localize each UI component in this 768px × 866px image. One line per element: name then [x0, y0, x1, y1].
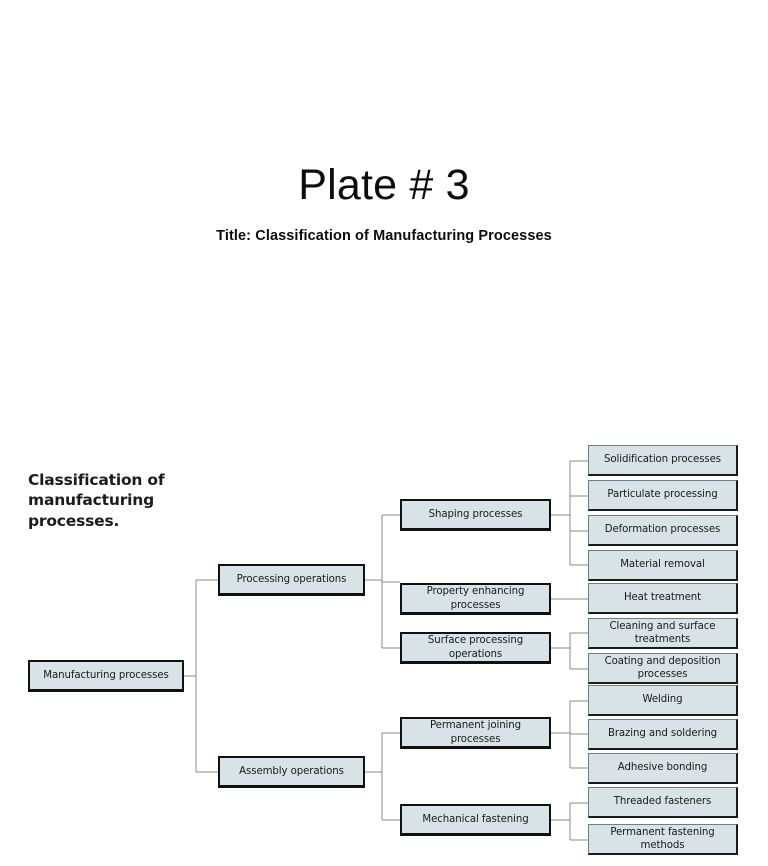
node-label: Threaded fasteners [613, 796, 712, 808]
node-permanent-joining-processes[interactable]: Permanent joining processes [400, 717, 551, 749]
node-label: Permanent joining processes [429, 720, 522, 745]
node-coating-and-deposition-processes[interactable]: Coating and deposition processes [588, 653, 738, 684]
node-mechanical-fastening[interactable]: Mechanical fastening [400, 804, 551, 836]
node-label: Solidification processes [604, 454, 721, 466]
node-threaded-fasteners[interactable]: Threaded fasteners [588, 787, 738, 818]
node-label: Adhesive bonding [617, 762, 708, 774]
node-label: Material removal [620, 559, 705, 571]
node-label: Mechanical fastening [422, 813, 529, 825]
tree-connectors [184, 460, 588, 841]
classification-tree-figure: Classification of manufacturing processe… [0, 430, 768, 866]
node-material-removal[interactable]: Material removal [588, 550, 738, 581]
node-manufacturing-processes[interactable]: Manufacturing processes [28, 660, 184, 692]
node-adhesive-bonding[interactable]: Adhesive bonding [588, 753, 738, 784]
node-assembly-operations[interactable]: Assembly operations [218, 756, 365, 788]
node-label: Coating and deposition processes [604, 655, 721, 680]
node-label: Brazing and soldering [607, 728, 718, 740]
node-label: Deformation processes [604, 524, 721, 536]
node-label: Cleaning and surface treatments [609, 620, 716, 645]
figure-caption: Classification of manufacturing processe… [28, 471, 165, 530]
node-processing-operations[interactable]: Processing operations [218, 564, 365, 596]
node-cleaning-and-surface-treatments[interactable]: Cleaning and surface treatments [588, 618, 738, 649]
node-surface-processing-operations[interactable]: Surface processing operations [400, 632, 551, 664]
node-permanent-fastening-methods[interactable]: Permanent fastening methods [588, 824, 738, 855]
node-label: Welding [642, 694, 683, 706]
node-label: Manufacturing processes [43, 669, 169, 681]
page-subtitle: Title: Classification of Manufacturing P… [216, 228, 552, 244]
node-property-enhancing-processes[interactable]: Property enhancing processes [400, 583, 551, 615]
node-label: Shaping processes [428, 508, 523, 520]
node-deformation-processes[interactable]: Deformation processes [588, 515, 738, 546]
node-label: Processing operations [236, 573, 347, 585]
node-solidification-processes[interactable]: Solidification processes [588, 445, 738, 476]
node-brazing-and-soldering[interactable]: Brazing and soldering [588, 719, 738, 750]
node-particulate-processing[interactable]: Particulate processing [588, 480, 738, 511]
page-title: Plate # 3 [298, 161, 470, 209]
node-label: Permanent fastening methods [610, 826, 715, 851]
node-shaping-processes[interactable]: Shaping processes [400, 499, 551, 531]
node-label: Particulate processing [607, 489, 718, 501]
node-heat-treatment[interactable]: Heat treatment [588, 583, 738, 614]
node-label: Heat treatment [623, 592, 702, 604]
node-label: Surface processing operations [427, 635, 524, 660]
node-welding[interactable]: Welding [588, 685, 738, 716]
node-label: Property enhancing processes [426, 586, 525, 611]
node-label: Assembly operations [239, 765, 344, 777]
